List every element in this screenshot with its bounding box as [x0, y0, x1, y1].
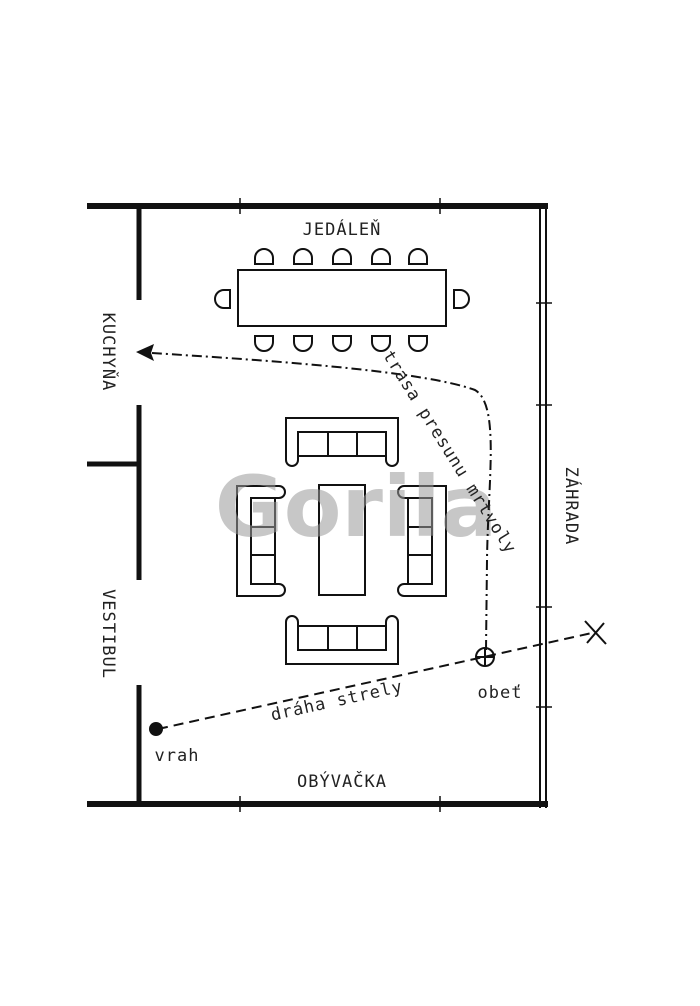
dining-chair — [371, 248, 391, 265]
body-drag-path — [136, 344, 492, 651]
walls — [87, 198, 552, 812]
sofa-bottom — [285, 615, 399, 665]
dining-set — [214, 248, 470, 352]
bullet-path-label: dráha strely — [269, 677, 405, 726]
room-label-dining: JEDÁLEŇ — [303, 218, 382, 240]
killer-label: vrah — [155, 746, 200, 766]
dining-chair — [408, 335, 428, 352]
arrowhead-icon — [136, 344, 154, 361]
bullet-trajectory — [157, 620, 607, 730]
room-label-living: OBÝVAČKA — [297, 770, 387, 792]
killer-marker — [149, 722, 163, 736]
room-label-garden: ZÁHRADA — [561, 467, 583, 546]
sofa-set — [236, 417, 447, 665]
dining-chair — [408, 248, 428, 265]
dining-table — [237, 269, 447, 327]
coffee-table — [318, 484, 366, 596]
sofa-top — [285, 417, 399, 467]
sofa-left — [236, 485, 286, 597]
sofa-right — [397, 485, 447, 597]
dining-chair — [254, 335, 274, 352]
dining-chair — [293, 335, 313, 352]
dining-chair — [332, 335, 352, 352]
dining-chair — [293, 248, 313, 265]
victim-marker — [475, 647, 495, 667]
dining-chair — [214, 289, 231, 309]
dining-chair — [371, 335, 391, 352]
room-label-kitchen: KUCHYŇA — [98, 313, 120, 392]
watermark: Gorila — [215, 458, 497, 556]
dining-chair — [332, 248, 352, 265]
victim-label: obeť — [478, 683, 523, 703]
dining-chair — [453, 289, 470, 309]
dining-chair — [254, 248, 274, 265]
room-label-vestibule: VESTIBUL — [98, 589, 118, 679]
